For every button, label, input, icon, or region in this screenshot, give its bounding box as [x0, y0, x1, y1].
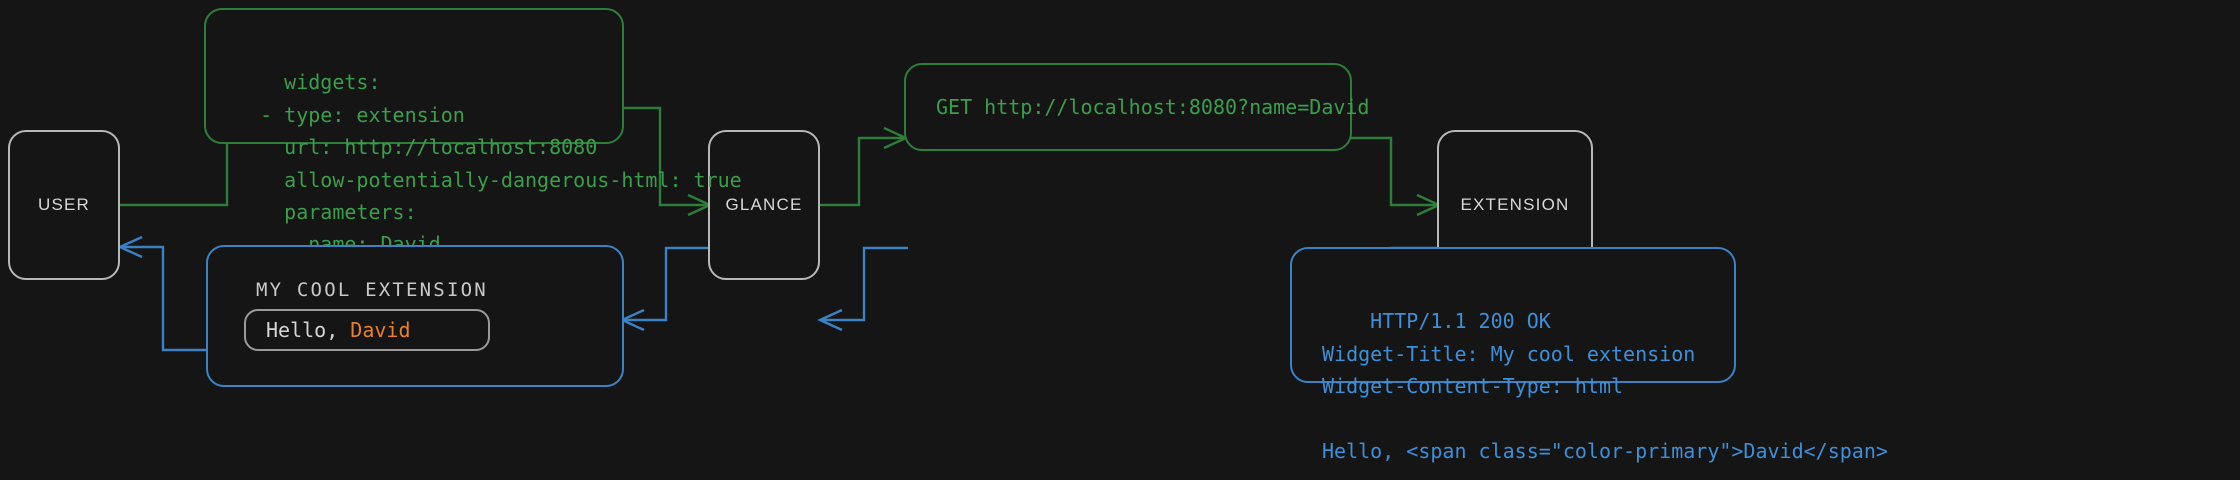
- node-user-label: USER: [37, 195, 91, 214]
- node-glance-label: GLANCE: [725, 195, 803, 214]
- node-extension-label: EXTENSION: [1460, 195, 1570, 214]
- node-user[interactable]: USER: [8, 130, 120, 280]
- widget-preview-title: MY COOL EXTENSION: [256, 279, 488, 301]
- yaml-config-text: widgets: - type: extension url: http://l…: [260, 70, 742, 256]
- widget-greeting-text: Hello,: [266, 317, 351, 342]
- http-request-text: GET http://localhost:8080?name=David: [936, 94, 1370, 119]
- yaml-config-panel: widgets: - type: extension url: http://l…: [204, 8, 742, 256]
- widget-preview-panel: MY COOL EXTENSION Hello, David: [206, 245, 624, 387]
- widget-preview-body: Hello, David: [244, 309, 490, 351]
- http-response-text: HTTP/1.1 200 OK Widget-Title: My cool ex…: [1322, 309, 1888, 463]
- http-request-panel: GET http://localhost:8080?name=David: [904, 63, 1369, 151]
- http-response-panel: HTTP/1.1 200 OK Widget-Title: My cool ex…: [1290, 247, 1888, 463]
- node-glance[interactable]: GLANCE: [708, 130, 820, 280]
- widget-greeting-name: David: [350, 317, 411, 342]
